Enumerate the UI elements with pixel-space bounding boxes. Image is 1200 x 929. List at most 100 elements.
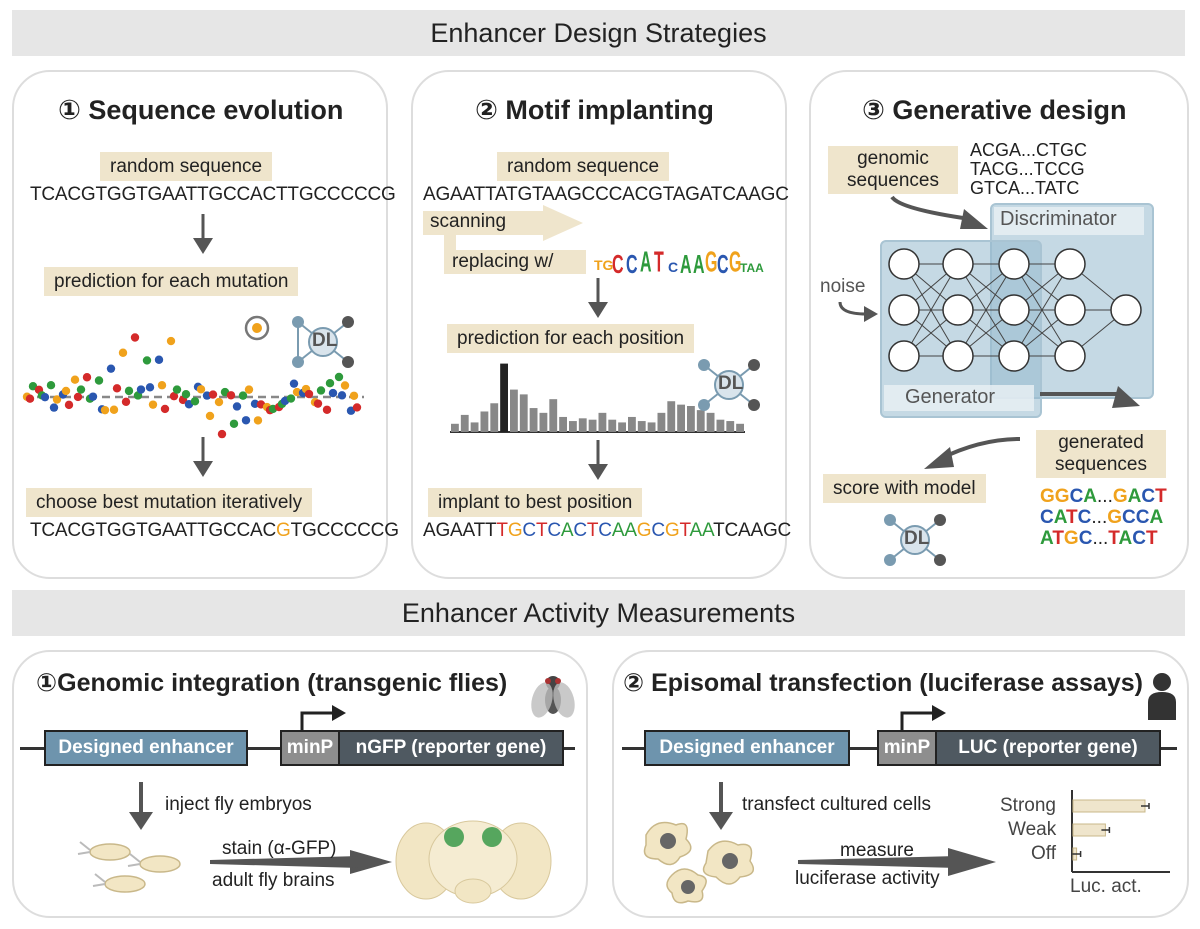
tag-generated-sequences: generated sequences xyxy=(1036,430,1166,478)
generated-arrow xyxy=(1040,386,1140,408)
mutation-dot xyxy=(70,375,80,384)
mutation-dot xyxy=(46,380,56,390)
dl-model-icon-3: DL xyxy=(880,510,950,570)
target-icon xyxy=(244,315,270,341)
motif-logo: TG C C A T C A A G C G TAA xyxy=(592,230,764,279)
panel-title-episomal-transfection: ② Episomal transfection (luciferase assa… xyxy=(623,669,1143,697)
svg-text:T: T xyxy=(654,245,664,277)
position-bar xyxy=(510,389,518,432)
down-arrow-icon xyxy=(193,437,213,477)
svg-text:TAA: TAA xyxy=(740,261,764,275)
generated-seq: ATGC...TACT xyxy=(1040,528,1158,549)
svg-text:G: G xyxy=(729,245,741,277)
mutation-dot xyxy=(148,400,158,409)
motif-base: A xyxy=(702,520,714,541)
mutation-dot xyxy=(205,411,215,421)
position-bar xyxy=(569,421,577,432)
mutation-dot xyxy=(286,394,296,403)
tag-random-sequence: random sequence xyxy=(100,152,273,181)
noise-label: noise xyxy=(820,276,866,297)
mutation-dot xyxy=(118,348,128,357)
minp-box-2: minP xyxy=(877,730,937,766)
cultured-cells-icon xyxy=(643,821,755,904)
genomic-seq: TACG...TCCG xyxy=(970,159,1085,179)
measure-arrow xyxy=(798,848,996,876)
mutation-dot xyxy=(172,385,182,394)
mutation-dot xyxy=(232,402,242,411)
tag-prediction-mutation: prediction for each mutation xyxy=(44,267,299,296)
mutation-dot xyxy=(61,386,71,396)
mutation-dot xyxy=(100,405,110,415)
svg-text:A: A xyxy=(680,250,692,279)
mutation-dot xyxy=(328,388,338,398)
dl-model-icon-2: DL xyxy=(694,355,764,415)
position-bar xyxy=(667,401,676,432)
brains-label: adult fly brains xyxy=(212,870,335,891)
position-bar xyxy=(726,421,735,432)
mutation-dot xyxy=(40,392,50,402)
mutation-dot xyxy=(169,391,179,401)
mutation-dot xyxy=(52,395,62,404)
person-icon xyxy=(1148,673,1176,720)
mutation-dot xyxy=(208,390,218,399)
noise-arrow xyxy=(838,301,878,322)
mutation-dot xyxy=(157,381,167,390)
mutation-dot xyxy=(322,405,332,414)
down-arrow-icon xyxy=(129,782,153,830)
panel-title-generative-design: ③ Generative design xyxy=(862,95,1127,125)
position-bar xyxy=(736,423,744,432)
scanning-label: scanning xyxy=(430,211,507,232)
mutation-dot xyxy=(325,378,335,388)
mutation-dot xyxy=(238,391,248,400)
nn-node xyxy=(998,340,1030,372)
motif-base: C xyxy=(522,520,536,541)
position-bar xyxy=(519,394,528,432)
reporter-gene-box-1: nGFP (reporter gene) xyxy=(338,730,564,766)
panel-title-motif-implanting: ② Motif implanting xyxy=(475,95,714,125)
generator-label-bg xyxy=(884,385,1034,411)
svg-text:G: G xyxy=(705,245,717,277)
genomic-seq: ACGA...CTGC xyxy=(970,140,1088,160)
motif-base: C xyxy=(651,520,665,541)
nn-node xyxy=(942,248,974,280)
position-bar xyxy=(647,422,656,432)
designed-enhancer-box-2: Designed enhancer xyxy=(644,730,850,766)
svg-text:C: C xyxy=(626,250,638,279)
mutation-dot xyxy=(82,373,92,382)
motif-base: C xyxy=(598,520,612,541)
dl-label: DL xyxy=(312,330,338,351)
fly-icon xyxy=(531,676,575,718)
mutation-dot xyxy=(88,392,98,401)
chart-xlabel: Luc. act. xyxy=(1070,876,1142,897)
mutation-dot xyxy=(160,404,170,414)
nn-node xyxy=(998,294,1030,326)
position-bar xyxy=(637,421,646,432)
motif-base: T xyxy=(496,520,508,541)
mutation-dot xyxy=(130,333,140,342)
position-bar xyxy=(706,412,715,432)
mutation-dot xyxy=(217,429,227,439)
down-arrow-icon xyxy=(588,440,608,480)
position-bar xyxy=(480,411,489,432)
position-bar xyxy=(588,419,597,432)
replacing-bracket xyxy=(444,232,586,274)
position-bar xyxy=(460,414,469,432)
position-bar xyxy=(529,408,538,432)
position-bar xyxy=(539,412,548,432)
mutation-dot xyxy=(196,385,206,394)
position-bar xyxy=(578,418,587,432)
minp-box-1: minP xyxy=(280,730,340,766)
stain-label: stain (α-GFP) xyxy=(222,838,337,859)
mutation-dot xyxy=(244,385,254,394)
motif-base: A xyxy=(624,520,637,541)
nn-node xyxy=(888,248,920,280)
scanning-arrow xyxy=(423,205,583,241)
mutation-dot xyxy=(154,355,164,364)
fly-embryos-icon xyxy=(77,841,181,893)
motif-base: T xyxy=(679,520,690,541)
mutation-dot xyxy=(124,386,134,396)
replacing-label: replacing w/ xyxy=(452,251,554,272)
generator-label: Generator xyxy=(905,386,996,408)
mutation-dot xyxy=(109,405,119,414)
sequence-start-2: AGAATTATGTAAGCCCACGTAGATCAAGC xyxy=(423,184,789,205)
